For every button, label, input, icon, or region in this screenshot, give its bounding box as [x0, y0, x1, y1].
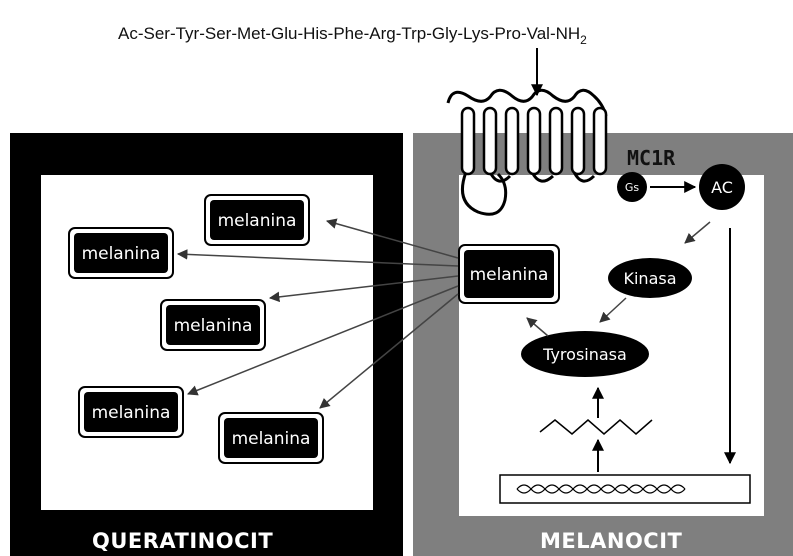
helix-2	[484, 108, 496, 174]
melanin-granule-label: melanina	[92, 403, 171, 423]
helix-1	[462, 108, 474, 174]
tyrosinase-label: Tyrosinasa	[542, 345, 627, 364]
dna-box	[500, 475, 750, 503]
melanocyte-label: MELANOCIT	[540, 529, 683, 553]
melanin-granule-label: melanina	[218, 211, 297, 231]
melanin-granule-label: melanina	[232, 429, 311, 449]
helix-6	[572, 108, 584, 174]
helix-3	[506, 108, 518, 174]
ac-label: AC	[711, 178, 733, 197]
helix-7	[594, 108, 606, 174]
helix-4	[528, 108, 540, 174]
melanin-granule-label: melanina	[82, 244, 161, 264]
melanin-granule-label: melanina	[174, 316, 253, 336]
peptide-sequence: Ac-Ser-Tyr-Ser-Met-Glu-His-Phe-Arg-Trp-G…	[118, 24, 587, 47]
keratinocyte-label: QUERATINOCIT	[92, 529, 273, 553]
kinase-label: Kinasa	[623, 269, 676, 288]
mc1r-label: MC1R	[627, 146, 676, 170]
helix-5	[550, 108, 562, 174]
gs-label: Gs	[625, 181, 640, 194]
source-melanin-label: melanina	[470, 265, 549, 285]
